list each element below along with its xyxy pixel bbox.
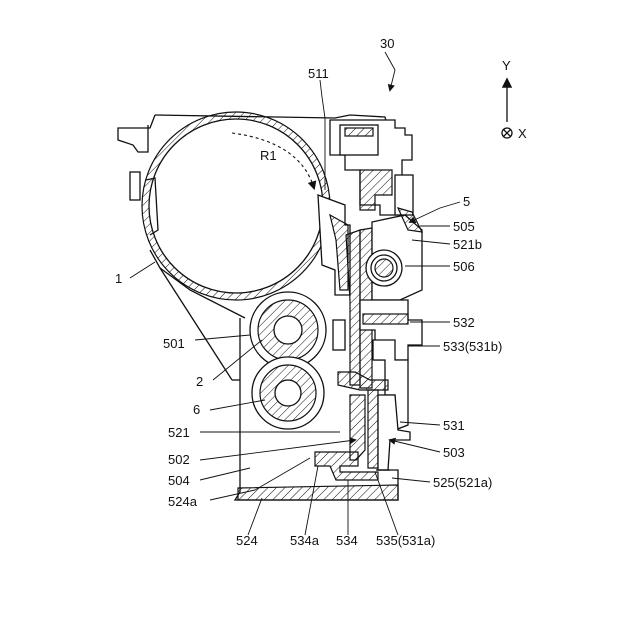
label-504: 504 <box>168 473 190 488</box>
label-531: 531 <box>443 418 465 433</box>
y-axis-label: Y <box>502 58 511 73</box>
x-axis-label: X <box>518 126 527 141</box>
label-511: 511 <box>308 66 329 81</box>
label-533: 533(531b) <box>443 339 502 354</box>
label-534: 534 <box>336 533 358 548</box>
label-506: 506 <box>453 259 475 274</box>
label-535: 535(531a) <box>376 533 435 548</box>
label-5: 5 <box>463 194 470 209</box>
label-524: 524 <box>236 533 258 548</box>
label-r1: R1 <box>260 148 277 163</box>
label-524a: 524a <box>168 494 198 509</box>
label-502: 502 <box>168 452 190 467</box>
supply-roller-6 <box>252 357 324 429</box>
label-521: 521 <box>168 425 190 440</box>
label-1: 1 <box>115 271 122 286</box>
label-505: 505 <box>453 219 475 234</box>
label-30: 30 <box>380 36 394 51</box>
label-501: 501 <box>163 336 185 351</box>
label-6: 6 <box>193 402 200 417</box>
label-503: 503 <box>443 445 465 460</box>
photoconductor-drum <box>142 112 330 300</box>
label-525: 525(521a) <box>433 475 492 490</box>
axis-indicator: Y X <box>502 58 527 141</box>
label-532: 532 <box>453 315 475 330</box>
label-534a: 534a <box>290 533 320 548</box>
labels: 30 511 R1 5 505 521b 506 1 532 501 533(5… <box>115 36 502 548</box>
label-2: 2 <box>196 374 203 389</box>
label-521b: 521b <box>453 237 482 252</box>
